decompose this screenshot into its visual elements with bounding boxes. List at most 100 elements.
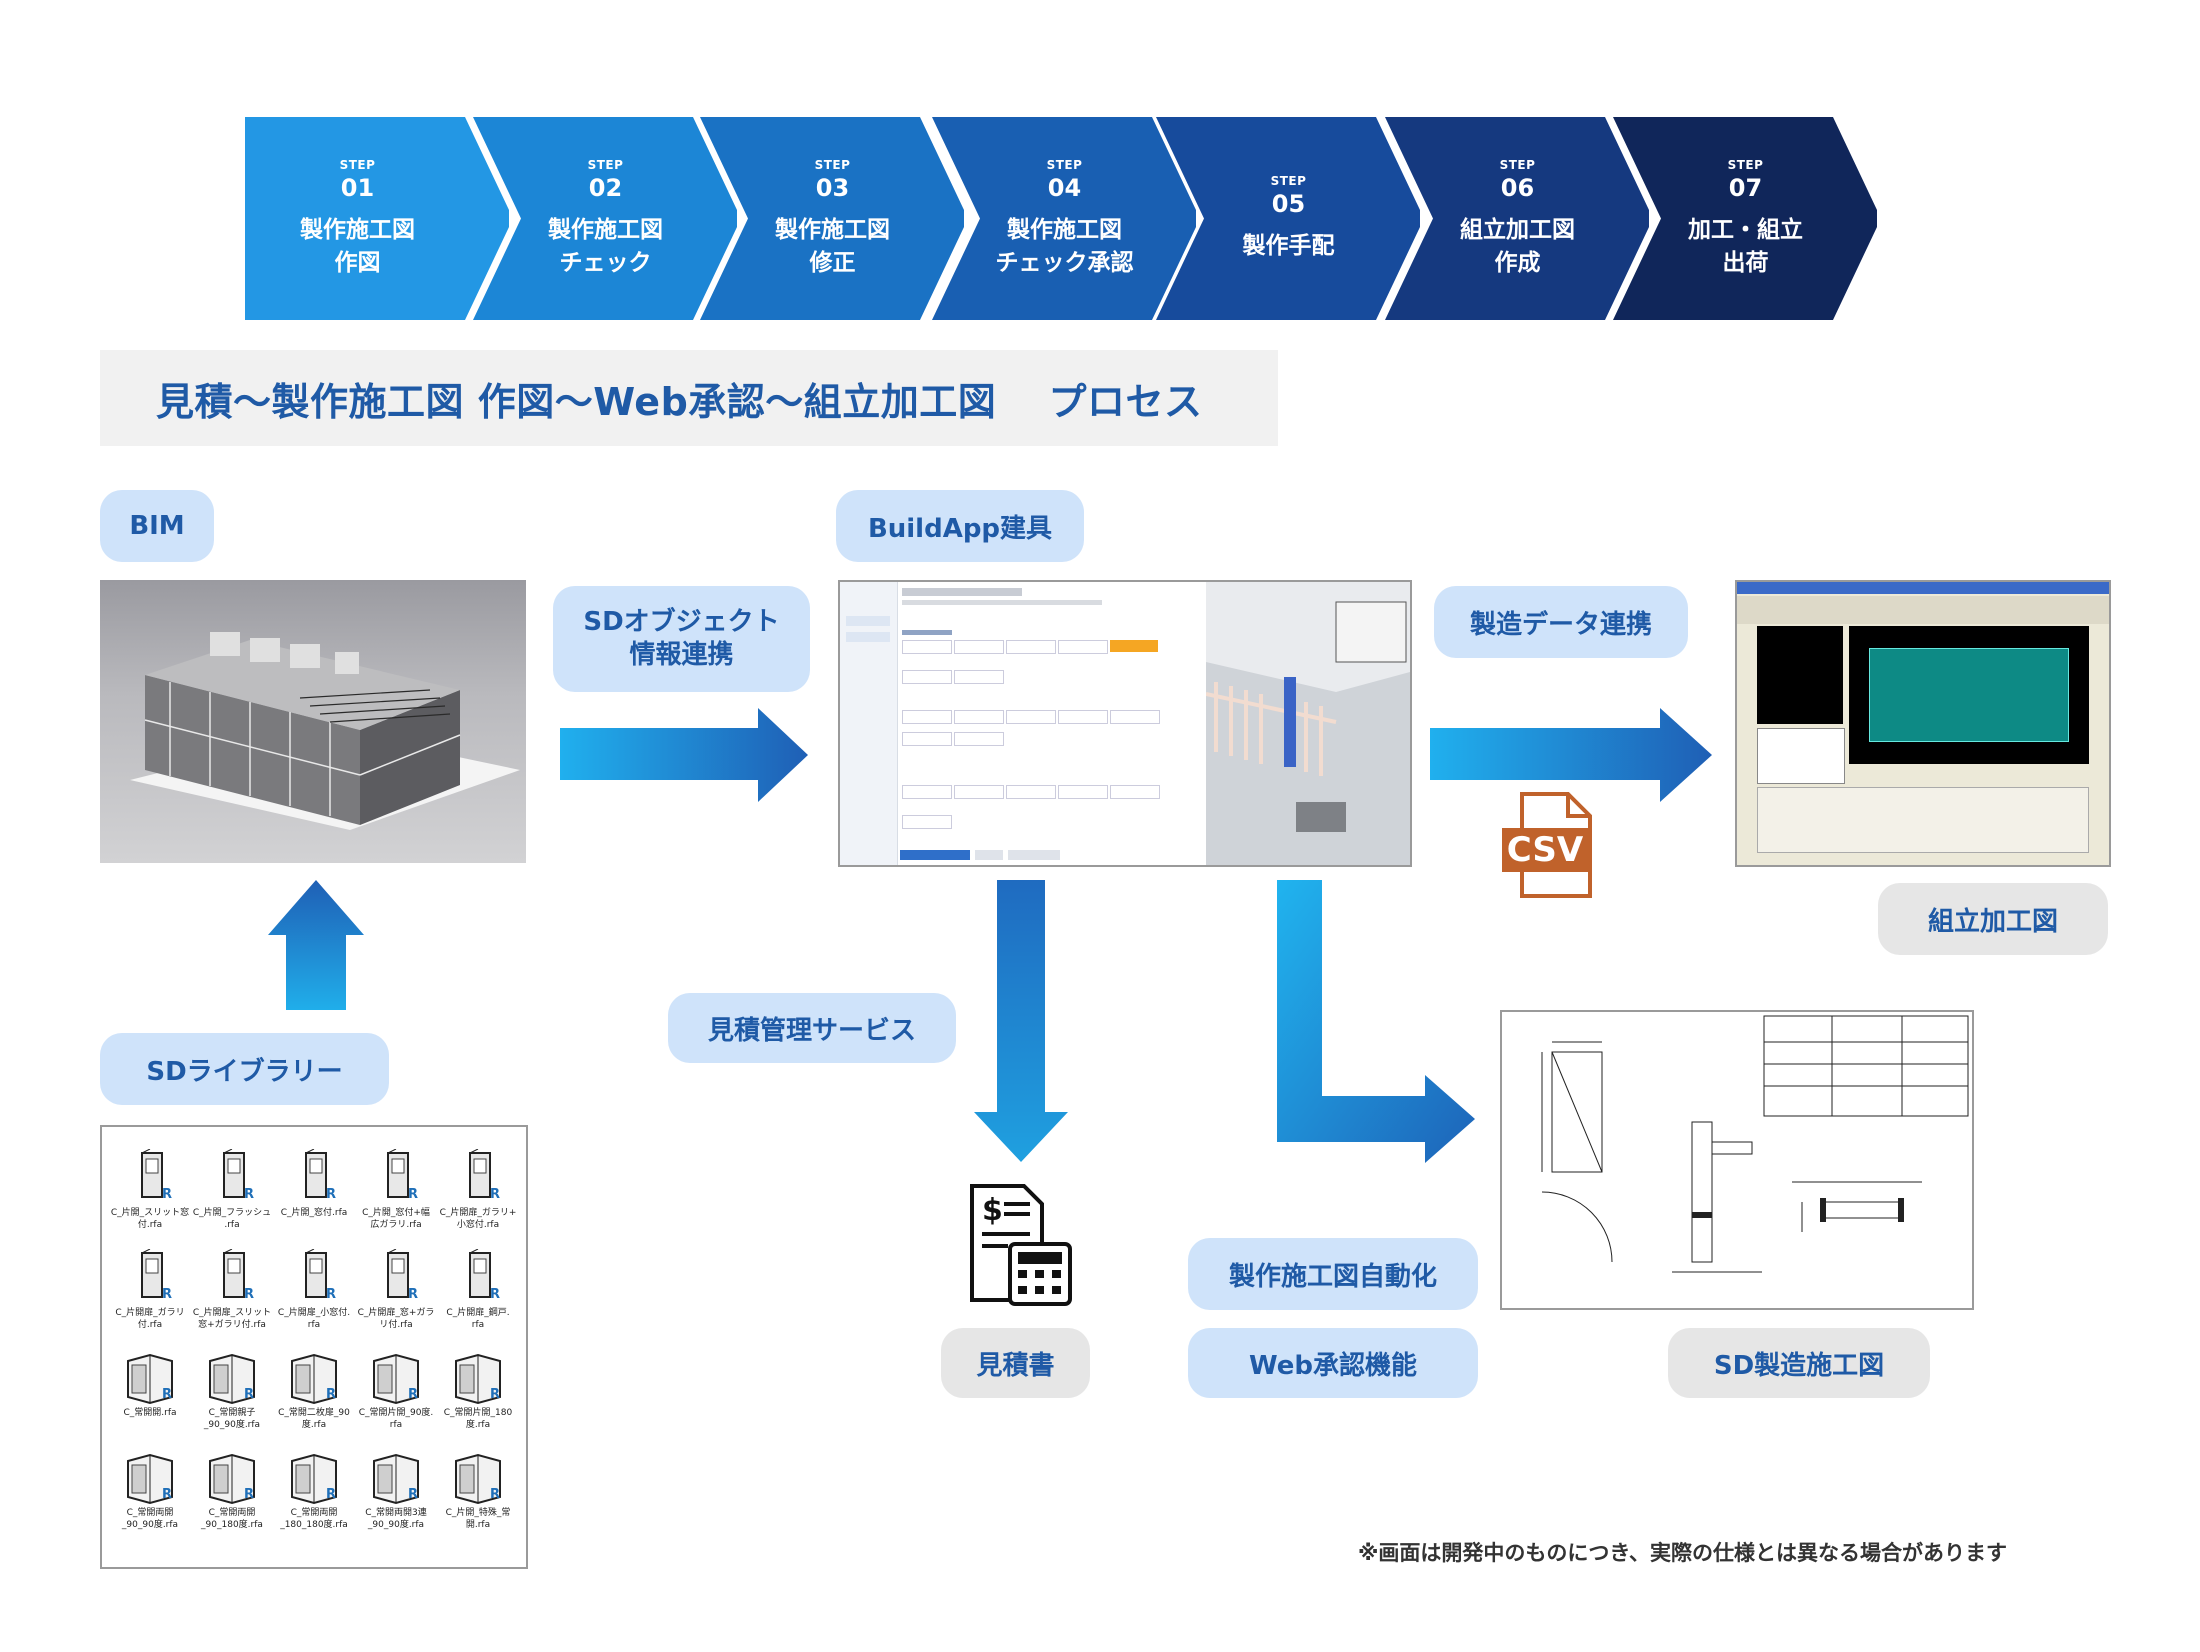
revit-r-icon: R [326, 1487, 337, 1502]
door-family-icon [387, 1249, 409, 1298]
step-title: 組立加工図 作成 [1460, 216, 1575, 276]
door-family-icon [387, 1149, 409, 1198]
library-item-name: C_常開片開_90度. rfa [358, 1408, 434, 1430]
revit-r-icon: R [244, 1187, 255, 1202]
bim-label: BIM [100, 490, 214, 562]
estimate-label: 見積書 [941, 1328, 1090, 1398]
door-family-icon [141, 1249, 163, 1298]
revit-r-icon: R [326, 1187, 337, 1202]
buildapp-label: BuildApp建具 [836, 490, 1084, 562]
auto-drawing-label: 製作施工図自動化 [1188, 1238, 1478, 1310]
library-item-name: C_常開両開3連 _90_90度.rfa [365, 1508, 427, 1530]
up-arrow [268, 880, 364, 1010]
step-chevron [700, 117, 964, 320]
door-family-icon [455, 1353, 501, 1405]
door-family-icon [305, 1149, 327, 1198]
step-label: STEP [1727, 157, 1764, 172]
door-family-icon [373, 1453, 419, 1505]
csv-file-icon: CSV [1500, 792, 1596, 900]
process-headline: 見積〜製作施工図 作図〜Web承認〜組立加工図 プロセス [100, 350, 1278, 446]
step-label: STEP [1270, 174, 1307, 188]
door-family-icon [223, 1149, 245, 1198]
estimate-service-label: 見積管理サービス [668, 993, 956, 1063]
down-arrow-estimate [974, 880, 1068, 1162]
l-arrow-sd-drawing [1277, 880, 1475, 1163]
step-chevron [1613, 117, 1877, 320]
revit-r-icon: R [408, 1387, 419, 1402]
library-item-name: C_片開扉_小窓付. rfa [277, 1308, 351, 1330]
csv-label: CSV [1506, 830, 1584, 870]
step-chevron [1156, 117, 1420, 320]
library-item-name: C_片開_フラッシュ .rfa [192, 1208, 272, 1230]
library-item-name: C_常開両開 _90_180度.rfa [201, 1508, 263, 1530]
revit-r-icon: R [490, 1387, 501, 1402]
revit-r-icon: R [490, 1487, 501, 1502]
step-title: 製作施工図 チェック承認 [995, 216, 1134, 276]
form-fields [902, 640, 1160, 840]
buildapp-screenshot [838, 580, 1412, 867]
door-family-icon [209, 1453, 255, 1505]
step-label: STEP [587, 157, 624, 172]
revit-r-icon: R [244, 1487, 255, 1502]
library-item[interactable]: R C_常開二枚扉_90 度.rfa [274, 1349, 356, 1449]
step-number: 03 [815, 173, 850, 202]
step-title: 製作手配 [1242, 233, 1335, 259]
library-item-name: C_常開両開 _90_90度.rfa [121, 1508, 179, 1530]
revit-r-icon: R [162, 1487, 173, 1502]
library-item[interactable]: R C_常開両開 _90_180度.rfa [192, 1449, 274, 1549]
library-item-name: C_常開親子 _90_90度.rfa [203, 1408, 261, 1430]
step-title: 製作施工図 修正 [775, 216, 890, 276]
door-family-icon [305, 1249, 327, 1298]
step-label: STEP [814, 157, 851, 172]
manufacturing-data-label: 製造データ連携 [1434, 586, 1688, 658]
step-number: 02 [588, 173, 623, 202]
web-approval-label: Web承認機能 [1188, 1328, 1478, 1398]
door-family-icon [141, 1149, 163, 1198]
sd-object-label: SDオブジェクト 情報連携 [553, 586, 810, 692]
door-family-icon [455, 1453, 501, 1505]
door-family-icon [469, 1249, 491, 1298]
library-item[interactable]: R C_片開_フラッシュ .rfa [192, 1149, 274, 1249]
door-family-icon [469, 1149, 491, 1198]
bim-model-image [100, 580, 526, 863]
step-chevron [932, 117, 1196, 320]
library-item[interactable]: R C_常開親子 _90_90度.rfa [192, 1349, 274, 1449]
library-item-name: C_片開_窓付+幅 広ガラリ.rfa [362, 1208, 430, 1230]
headline-text: 見積〜製作施工図 作図〜Web承認〜組立加工図 プロセス [156, 379, 1203, 424]
library-item-name: C_片開_窓付.rfa [280, 1208, 348, 1218]
step-number: 04 [1047, 173, 1082, 202]
library-item[interactable]: R C_片開_窓付.rfa [274, 1149, 356, 1249]
right-arrow-manufacturing [1430, 708, 1712, 802]
estimate-calculator-icon: $ [970, 1184, 1072, 1306]
library-item-name: C_片開扉_ガラリ 付.rfa [115, 1308, 185, 1330]
library-item-name: C_片開扉_ガラリ+ 小窓付.rfa [439, 1208, 517, 1230]
revit-r-icon: R [326, 1387, 337, 1402]
library-item-name: C_常開二枚扉_90 度.rfa [278, 1408, 350, 1430]
library-item-name: C_常開片開_180 度.rfa [443, 1408, 513, 1430]
step-label: STEP [339, 157, 376, 172]
revit-r-icon: R [244, 1287, 255, 1302]
step-label: STEP [1046, 157, 1083, 172]
library-item[interactable]: R C_常開片開_90度. rfa [356, 1349, 438, 1449]
library-item[interactable]: R C_常開両開 _90_90度.rfa [110, 1449, 192, 1549]
step-chevron [1385, 117, 1649, 320]
library-item[interactable]: R C_常開片開_180 度.rfa [438, 1349, 520, 1449]
revit-r-icon: R [244, 1387, 255, 1402]
